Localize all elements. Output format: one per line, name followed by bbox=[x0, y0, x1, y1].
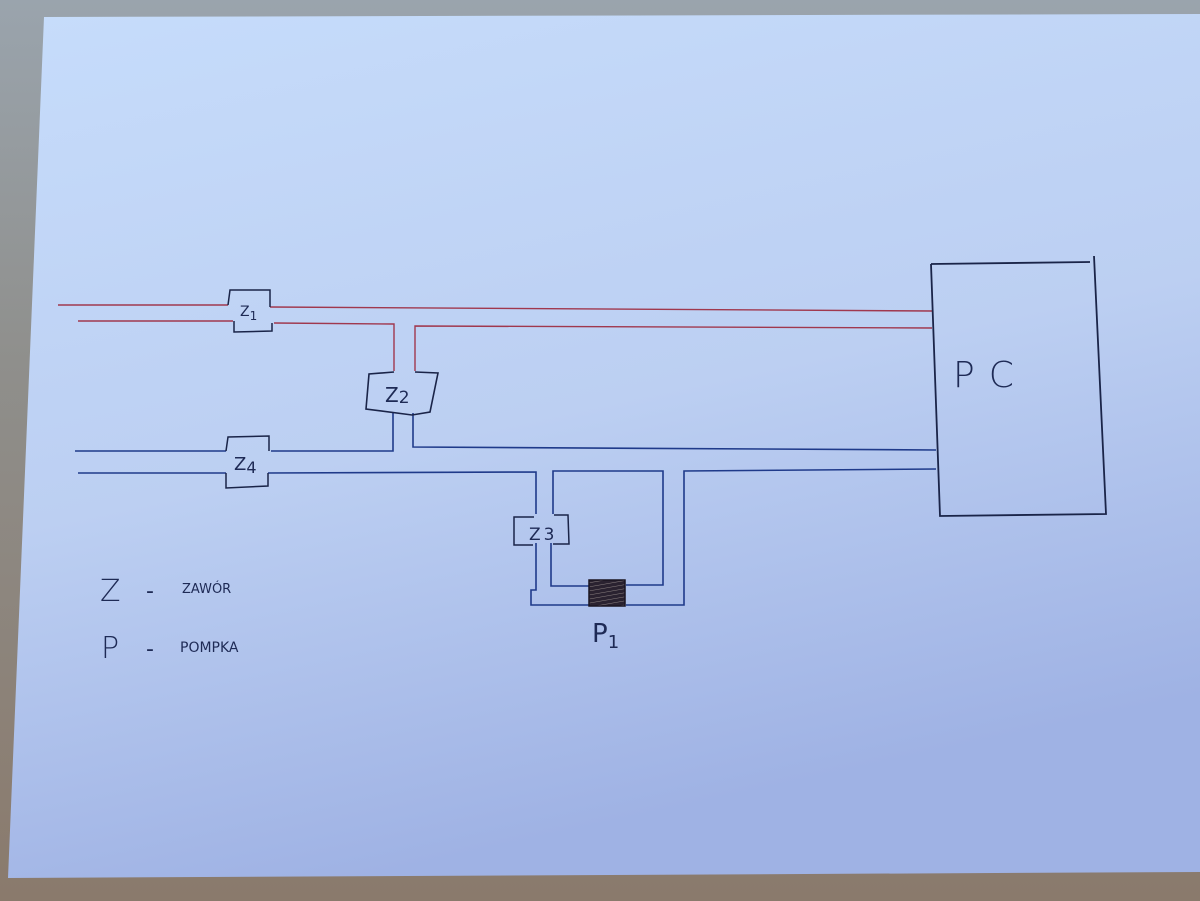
legend-symbol-z: Z bbox=[100, 574, 121, 609]
pump-icon bbox=[588, 579, 626, 607]
valve-z4: Z4 bbox=[225, 435, 270, 489]
svg-text:P1: P1 bbox=[592, 619, 619, 653]
svg-text:Z1: Z1 bbox=[240, 304, 257, 323]
legend-meaning-z: ZAWÓR bbox=[182, 581, 231, 597]
svg-text:Z3: Z3 bbox=[529, 525, 554, 545]
pump-loop-line bbox=[550, 470, 664, 587]
svg-text:Z4: Z4 bbox=[234, 454, 257, 477]
cold-supply-line bbox=[75, 413, 937, 452]
hot-pipes bbox=[58, 304, 933, 371]
hot-supply-line bbox=[58, 304, 933, 312]
valve-z4-index: 4 bbox=[246, 458, 256, 477]
pump-p1: P1 bbox=[588, 579, 626, 653]
pump-letter: P bbox=[592, 619, 608, 649]
legend-meaning-p: POMPKA bbox=[180, 640, 239, 656]
pc-unit bbox=[930, 255, 1107, 517]
pump-index: 1 bbox=[608, 632, 619, 653]
valve-z2-index: 2 bbox=[399, 388, 410, 408]
legend-dash-p: - bbox=[146, 637, 154, 662]
svg-text:Z2: Z2 bbox=[385, 383, 410, 408]
legend-symbol-p: P bbox=[101, 631, 119, 666]
valve-z3-letter: Z bbox=[529, 525, 541, 545]
valve-z1: Z1 bbox=[227, 289, 273, 333]
cold-return-line bbox=[78, 468, 937, 606]
legend-dash-z: - bbox=[146, 579, 154, 604]
valve-z1-letter: Z bbox=[240, 304, 250, 320]
legend: Z - ZAWÓR P - POMPKA bbox=[100, 574, 239, 666]
hot-return-line bbox=[78, 320, 933, 371]
legend-item-pump: P - POMPKA bbox=[101, 631, 239, 666]
pc-label: PC bbox=[953, 355, 1028, 396]
cold-pipes bbox=[75, 413, 937, 606]
valve-z1-index: 1 bbox=[250, 309, 258, 323]
valve-z3-index: 3 bbox=[544, 525, 555, 545]
valve-z2: Z2 bbox=[365, 371, 439, 416]
valve-z4-letter: Z bbox=[234, 454, 246, 475]
valve-z2-letter: Z bbox=[385, 383, 399, 407]
legend-item-valve: Z - ZAWÓR bbox=[100, 574, 231, 609]
paper-sheet bbox=[8, 14, 1200, 878]
